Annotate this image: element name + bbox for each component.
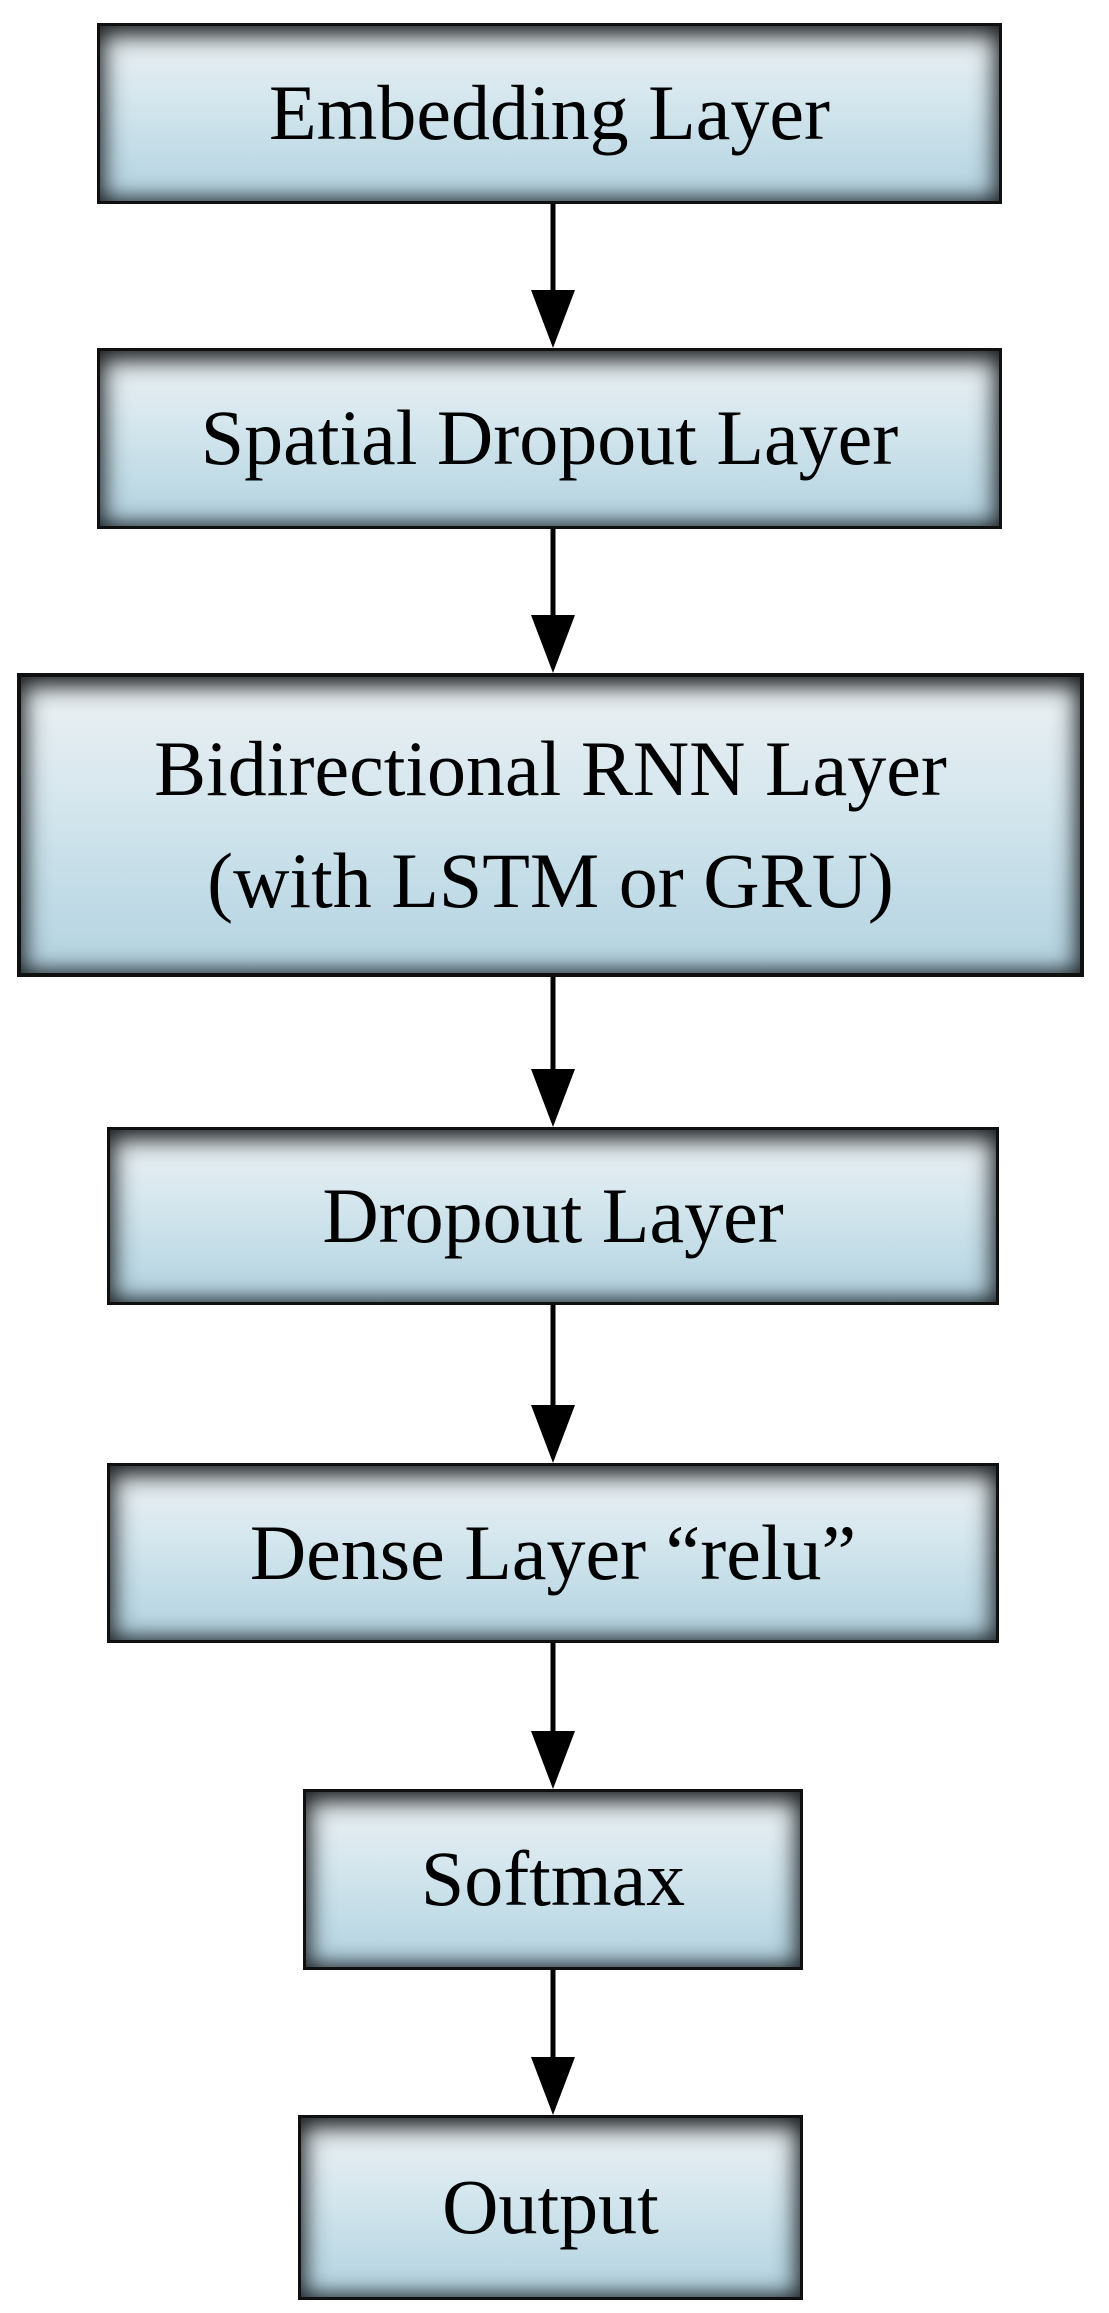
node-label: Embedding Layer — [269, 69, 830, 157]
arrow-stem — [550, 1643, 556, 1735]
node-label-line1: Bidirectional RNN Layer — [154, 724, 947, 812]
node-label: Softmax — [420, 1835, 686, 1923]
down-arrow-icon — [531, 529, 575, 673]
arrowhead-icon — [531, 1069, 575, 1127]
down-arrow-icon — [531, 204, 575, 348]
node-dense-layer-relu: Dense Layer “relu” — [107, 1463, 999, 1643]
node-output: Output — [298, 2115, 803, 2300]
arrow-stem — [550, 1305, 556, 1409]
down-arrow-icon — [531, 1643, 575, 1789]
down-arrow-icon — [531, 977, 575, 1127]
node-label: Spatial Dropout Layer — [200, 394, 899, 482]
down-arrow-icon — [531, 1305, 575, 1463]
node-spatial-dropout-layer: Spatial Dropout Layer — [97, 348, 1002, 529]
arrow-stem — [550, 529, 556, 619]
arrow-stem — [550, 204, 556, 294]
node-label: Dense Layer “relu” — [249, 1508, 857, 1596]
node-label: Output — [442, 2163, 659, 2251]
node-label: Dropout Layer — [322, 1171, 784, 1259]
node-label-line2: (with LSTM or GRU) — [207, 837, 894, 924]
arrowhead-icon — [531, 1405, 575, 1463]
arrow-stem — [550, 977, 556, 1073]
down-arrow-icon — [531, 1970, 575, 2115]
node-dropout-layer: Dropout Layer — [107, 1127, 999, 1305]
node-bidirectional-rnn-layer: Bidirectional RNN Layer (with LSTM or GR… — [17, 673, 1084, 977]
node-softmax: Softmax — [303, 1789, 803, 1970]
arrowhead-icon — [531, 290, 575, 348]
node-embedding-layer: Embedding Layer — [97, 23, 1002, 204]
arrowhead-icon — [531, 1731, 575, 1789]
arrow-stem — [550, 1970, 556, 2061]
arrowhead-icon — [531, 615, 575, 673]
arrowhead-icon — [531, 2057, 575, 2115]
